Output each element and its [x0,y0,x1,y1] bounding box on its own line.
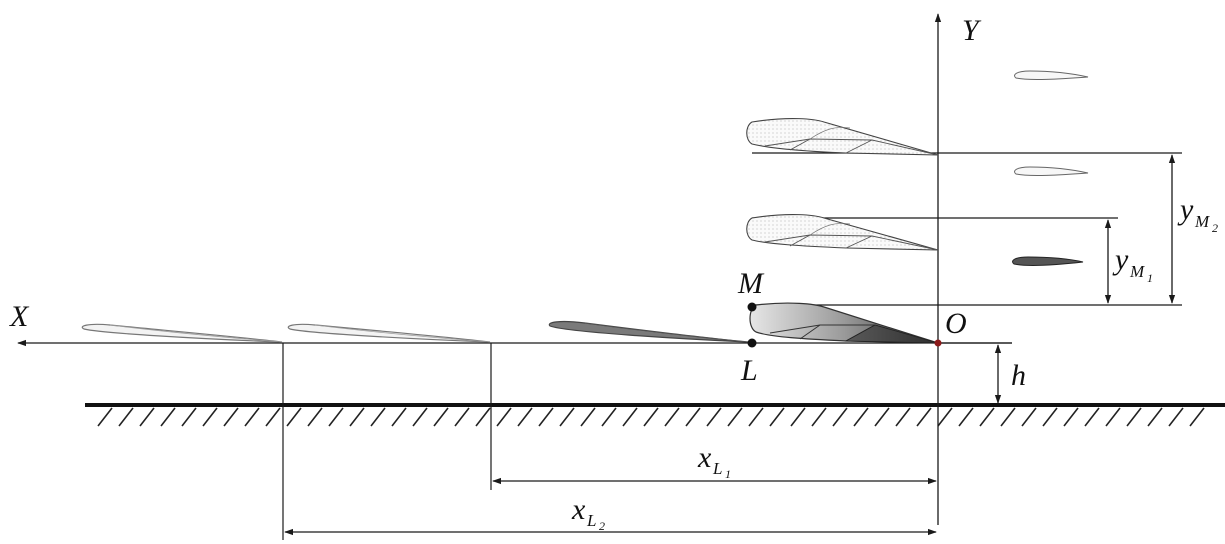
hatch-stroke [181,407,197,427]
origin-dot [934,339,942,347]
hatch-stroke [370,407,386,427]
hatch-stroke [349,407,365,427]
hatch-stroke [664,407,680,427]
wing-3d-height-2 [746,117,939,156]
hatch-stroke [286,407,302,427]
svg-text:1: 1 [725,467,731,481]
label-ym2: y M 2 [1177,193,1218,235]
hatch-stroke [790,407,806,427]
hatch-stroke [1063,407,1079,427]
svg-text:y: y [1177,193,1194,226]
label-xl1: x L 1 [697,441,731,481]
hatch-stroke [391,407,407,427]
hatch-stroke [853,407,869,427]
hatch-stroke [916,407,932,427]
y-axis-label: Y [962,14,982,47]
svg-text:y: y [1112,243,1129,276]
label-xl2: x L 2 [571,493,605,533]
hatch-stroke [895,407,911,427]
label-ym1: y M 1 [1112,243,1153,285]
airfoil-section-low [1012,256,1084,266]
point-l-dot [747,338,757,348]
svg-text:x: x [571,493,586,526]
airfoil-section-top [1014,70,1089,81]
hatch-stroke [538,407,554,427]
airfoil-side-mid [287,323,491,343]
x-axis-label: X [9,300,30,333]
hatch-stroke [622,407,638,427]
hatch-stroke [307,407,323,427]
hatch-stroke [202,407,218,427]
hatch-stroke [643,407,659,427]
hatch-stroke [832,407,848,427]
airfoil-side-near [548,320,749,343]
svg-text:M: M [1194,212,1210,231]
hatch-stroke [433,407,449,427]
hatch-stroke [265,407,281,427]
svg-text:2: 2 [599,519,605,533]
hatch-stroke [979,407,995,427]
svg-text:L: L [712,459,722,478]
hatch-stroke [412,407,428,427]
ground-hatching [97,407,1205,427]
origin-label: O [945,307,967,340]
hatch-stroke [958,407,974,427]
hatch-stroke [601,407,617,427]
hatch-stroke [118,407,134,427]
hatch-stroke [475,407,491,427]
svg-text:L: L [586,511,596,530]
hatch-stroke [454,407,470,427]
hatch-stroke [685,407,701,427]
wing-3d-ground [749,302,939,344]
hatch-stroke [139,407,155,427]
wing-3d-height-1 [746,213,939,251]
svg-text:1: 1 [1147,271,1153,285]
hatch-stroke [1168,407,1184,427]
hatch-stroke [97,407,113,427]
hatch-stroke [748,407,764,427]
hatch-stroke [559,407,575,427]
height-label: h [1011,359,1026,392]
hatch-stroke [1084,407,1100,427]
hatch-stroke [706,407,722,427]
svg-text:2: 2 [1212,221,1218,235]
hatch-stroke [811,407,827,427]
point-l-label: L [740,354,758,387]
hatch-stroke [160,407,176,427]
hatch-stroke [223,407,239,427]
hatch-stroke [328,407,344,427]
point-m-label: M [737,267,765,300]
hatch-stroke [874,407,890,427]
svg-text:M: M [1129,262,1145,281]
airfoil-section-mid [1014,166,1089,177]
svg-text:x: x [697,441,712,474]
hatch-stroke [580,407,596,427]
hatch-stroke [1021,407,1037,427]
hatch-stroke [1147,407,1163,427]
hatch-stroke [1126,407,1142,427]
hatch-stroke [1105,407,1121,427]
hatch-stroke [1000,407,1016,427]
hatch-stroke [1189,407,1205,427]
point-m-dot [747,302,757,312]
hatch-stroke [244,407,260,427]
hatch-stroke [517,407,533,427]
hatch-stroke [937,407,953,427]
hatch-stroke [1042,407,1058,427]
airfoil-side-far [81,323,283,343]
hatch-stroke [769,407,785,427]
hatch-stroke [496,407,512,427]
hatch-stroke [727,407,743,427]
